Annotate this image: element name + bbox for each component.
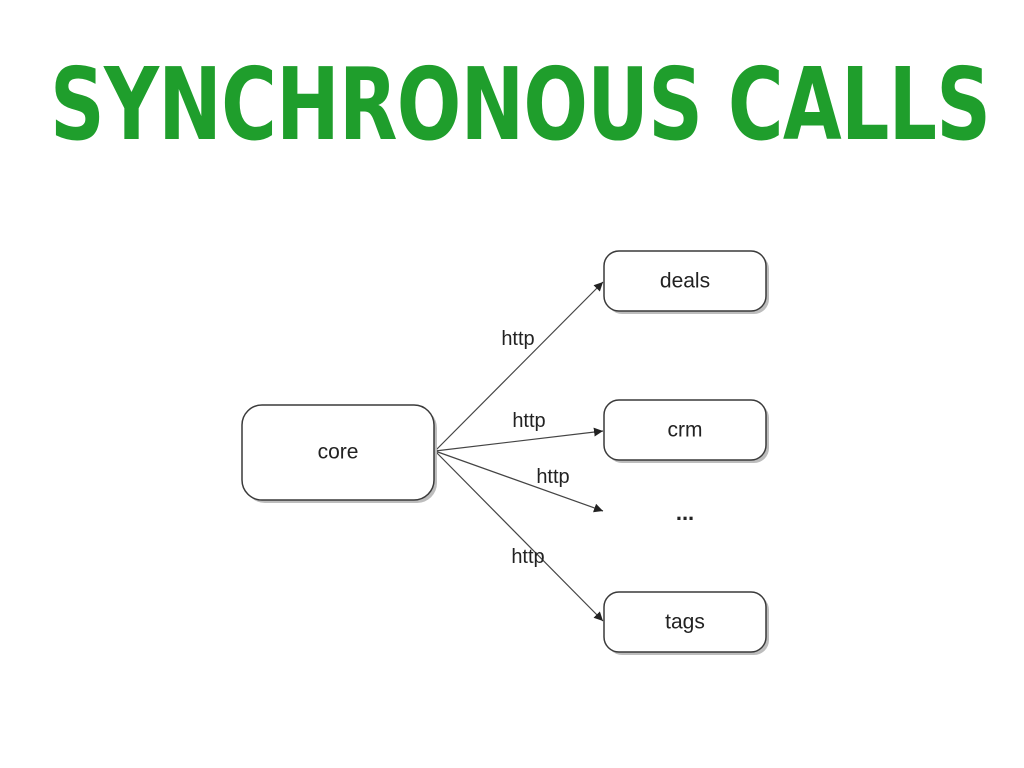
edge-core-crm	[434, 427, 604, 452]
node-crm: crm	[603, 399, 769, 463]
edge-core-ellipsis	[434, 450, 604, 513]
edge-label-core-crm: http	[512, 410, 545, 432]
ellipsis-placeholder: ...	[676, 500, 694, 525]
edge-label-core-deals: http	[501, 328, 534, 350]
edge-label-core-tags: http	[511, 546, 544, 568]
node-label-tags: tags	[665, 611, 705, 634]
edge-core-tags	[434, 450, 604, 622]
node-tags: tags	[603, 591, 769, 655]
edge-labels: http http http http	[501, 328, 569, 568]
node-core: core	[241, 404, 437, 503]
node-deals: deals	[603, 250, 769, 314]
node-label-deals: deals	[660, 270, 710, 293]
node-label-core: core	[318, 441, 359, 464]
edge-label-core-ellipsis: http	[536, 466, 569, 488]
edges	[434, 281, 604, 622]
node-label-crm: crm	[668, 419, 703, 442]
edge-core-deals	[434, 281, 604, 452]
